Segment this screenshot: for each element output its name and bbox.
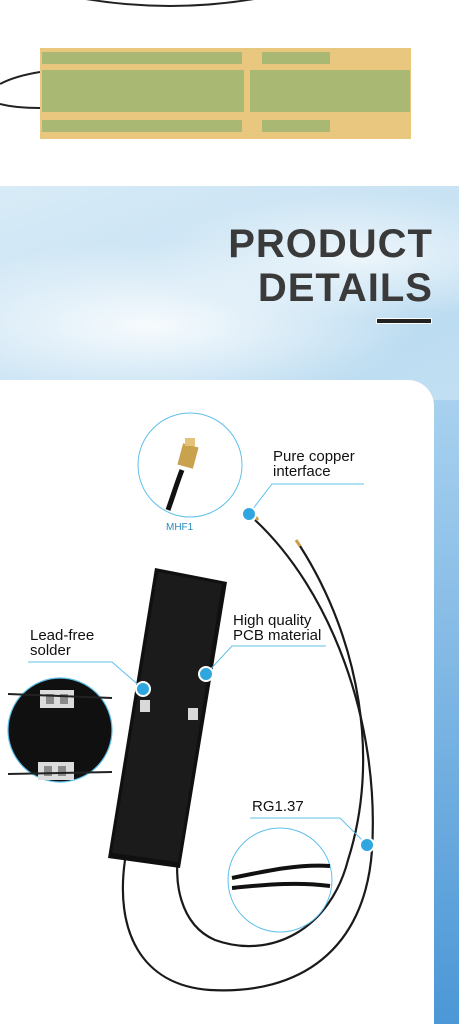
callout-pcb-line-1: High quality <box>233 612 312 629</box>
callout-copper-line-1: Pure copper <box>273 448 355 465</box>
title-underline <box>376 318 432 324</box>
callout-copper-line-2: interface <box>273 463 331 480</box>
top-section <box>0 0 459 186</box>
callout-solder-line-2: solder <box>30 642 71 659</box>
pcb-antenna-image <box>0 0 411 139</box>
side-stripe <box>430 400 459 1024</box>
callout-pcb-material: High quality PCB material <box>233 613 321 643</box>
title-line-1: PRODUCT <box>228 222 433 266</box>
connector-tag: MHF1 <box>166 522 194 533</box>
callout-solder-line-1: Lead-free <box>30 627 95 644</box>
page-title: PRODUCT DETAILS <box>228 222 433 310</box>
callout-pcb-line-2: PCB material <box>233 627 322 644</box>
connector-closeup-image <box>137 412 243 518</box>
callout-lead-free-solder: Lead-free solder <box>30 628 94 658</box>
callout-copper-interface: Pure copper interface <box>273 449 355 479</box>
callout-cable-type: RG1.37 <box>252 798 304 815</box>
cable-closeup-image <box>227 827 333 933</box>
title-line-2: DETAILS <box>257 266 433 310</box>
solder-closeup-image <box>7 677 113 783</box>
